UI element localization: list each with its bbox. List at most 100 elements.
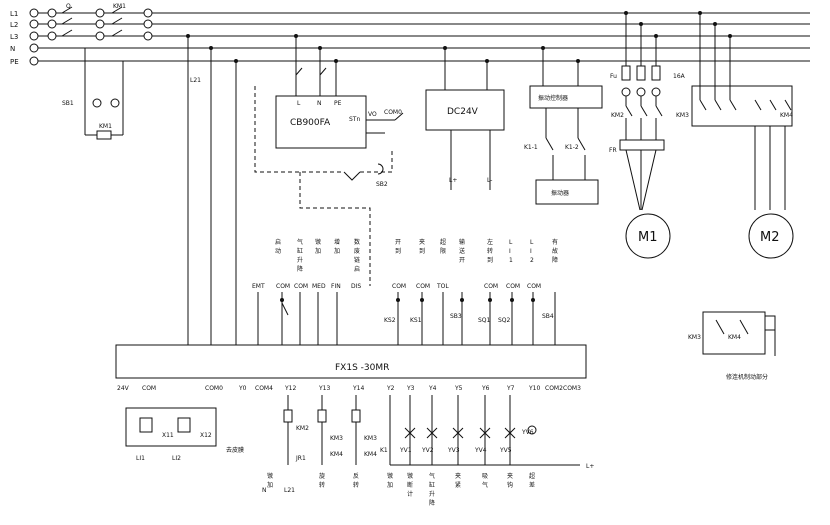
input-label-11: L [530,239,534,246]
cb900-title: CB900FA [290,118,331,128]
output-function-5: 升 [429,490,435,498]
input-label-8: 开 [459,257,465,264]
input-top-term-8: TOL [436,283,449,290]
input-label-8: 送 [459,247,465,255]
input-label-0: 启 [275,238,281,246]
motor-power-section: Fu 16A KM2 FR M1 KM3 KM4 M2 [609,11,794,259]
load-1: YV2 [421,447,434,454]
output-function-0: 镦 [267,472,273,480]
load-km3: KM3 [330,435,343,442]
load-km4: KM4 [330,451,343,458]
vibrator-title: 振动器 [551,189,569,197]
rail-tap-l21: L21 [190,77,201,84]
load-km3-b: KM3 [364,435,377,442]
rail-label-l2: L2 [10,21,18,29]
output-terminal-y7: Y7 [506,385,515,392]
interlock-km4: KM4 [728,334,741,341]
input-label-1: 升 [297,256,303,264]
input-top-term-9: COM [484,283,498,290]
output-function-8: 夹 [507,472,513,480]
load-remove-film: 去皮膜 [226,446,244,454]
km2-label: KM2 [611,112,624,119]
cb900-unit: CB900FA L N PE STn VO COM0 SB2 [254,34,404,286]
input-label-9: 到 [487,257,493,264]
output-function-0: 加 [267,481,273,489]
output-function-3: 加 [387,481,393,489]
vibration-controller: 振动控制器 K1-1 K1-2 振动器 [524,46,603,205]
contactor-km1-label: KM1 [113,3,126,10]
output-function-6: 夹 [455,472,461,480]
km3-label: KM3 [676,112,689,119]
input-label-4: 数 [354,238,360,246]
output-terminal-y4: Y4 [428,385,437,392]
bottom-n: N [262,487,267,494]
input-label-7: 限 [440,247,446,255]
fr-label: FR [609,147,617,154]
output-function-9: 超 [529,472,535,480]
load-jr1: JR1 [295,455,306,462]
load-2: YV3 [447,447,460,454]
vibration-controller-title: 振动控制器 [538,94,568,102]
input-label-5: 开 [395,239,401,246]
switch-ks1: KS1 [410,317,422,324]
cb900-l: L [297,100,301,107]
plc-model: FX1S -30MR [335,363,389,373]
output-function-5: 缸 [429,481,435,489]
output-terminal-com0: COM0 [205,385,223,392]
dc24v-minus: L- [487,177,492,184]
load-3: YV4 [474,447,487,454]
switch-sb3: SB3 [450,313,462,320]
input-label-10: I [509,248,511,255]
output-function-6: 紧 [455,481,461,489]
dc24v-plus: L+ [449,177,457,184]
output-terminal-y14: Y14 [352,385,364,392]
input-top-term-7: COM [416,283,430,290]
fuse-label: Fu [610,73,617,80]
sb2-label: SB2 [376,181,388,188]
input-top-term-10: COM [506,283,520,290]
plc-input-section: LNPECOMX0X1X2X3X4X5X6X7X10X11X12X13启动气缸升… [185,238,558,358]
output-terminal-y3: Y3 [406,385,415,392]
input-label-10: 1 [509,257,513,264]
rail-label-l3: L3 [10,33,18,41]
output-terminal-y6: Y6 [481,385,490,392]
interlock-km3: KM3 [688,334,701,341]
input-label-10: L [509,239,513,246]
output-terminal-24v: 24V [117,385,130,392]
input-label-12: 障 [552,256,558,264]
power-rails: L1 L2 L3 N PE [10,8,810,66]
output-terminal-y12: Y12 [284,385,296,392]
rail-label-n: N [10,45,15,53]
input-label-3: 增 [334,238,340,246]
sensor-li2: LI2 [172,455,181,462]
load-5: YV6 [521,429,534,436]
input-label-5: 到 [395,248,401,255]
cb900-st: STn [349,116,360,123]
output-function-5: 气 [429,472,435,480]
output-function-1: 旋 [319,472,325,480]
dc24v-title: DC24V [447,107,479,117]
rail-label-l1: L1 [10,10,18,18]
sensor-x11: X11 [162,432,174,439]
output-terminal-y0: Y0 [238,385,247,392]
load-4: YV5 [499,447,512,454]
input-label-1: 降 [297,265,303,273]
output-function-2: 反 [353,472,359,480]
cb900-box [275,95,367,149]
cb900-pe: PE [334,100,342,107]
k1-1-label: K1-1 [524,144,538,151]
load-k1: K1 [380,447,388,454]
load-km2: KM2 [296,425,309,432]
input-top-term-0: EMT [252,283,265,290]
input-label-2: 加 [315,247,321,255]
input-top-term-5: DIS [351,283,361,290]
km4-label: KM4 [780,112,793,119]
switch-sq1: SQ1 [478,317,491,324]
k1-2-label: K1-2 [565,144,579,151]
output-terminal-com: COM [142,385,156,392]
input-label-3: 加 [334,247,340,255]
input-top-term-4: FIN [331,283,341,290]
input-label-4: 启 [354,265,360,273]
input-label-2: 镦 [315,238,321,246]
input-label-9: 转 [487,247,493,255]
